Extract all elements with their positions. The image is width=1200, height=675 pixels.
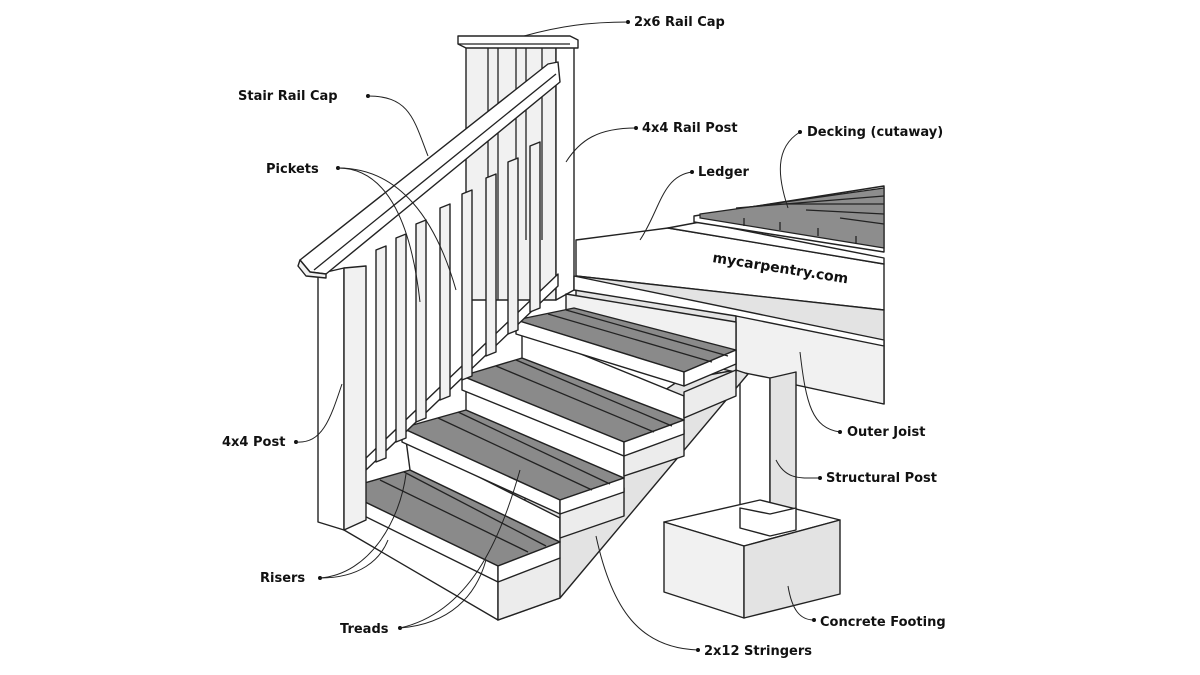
callout-post-4x4: 4x4 Post	[222, 383, 343, 450]
step-3	[461, 357, 685, 479]
callout-rail-cap-2x6: 2x6 Rail Cap	[523, 15, 725, 37]
concrete-footing	[663, 499, 841, 619]
rail-cap-2x6	[457, 35, 579, 49]
structural-post	[739, 371, 797, 537]
callout-stringers: 2x12 Stringers	[595, 535, 812, 659]
stair-pickets	[365, 141, 559, 471]
label-stair-rail-cap: Stair Rail Cap	[238, 89, 338, 104]
callout-pickets: Pickets	[266, 162, 457, 303]
label-risers: Risers	[260, 571, 305, 586]
label-rail-post-4x4: 4x4 Rail Post	[642, 121, 738, 136]
decking-cutaway	[693, 185, 885, 253]
callout-treads: Treads	[340, 469, 521, 637]
label-treads: Treads	[340, 622, 389, 637]
label-rail-cap-2x6: 2x6 Rail Cap	[634, 15, 725, 30]
callout-outer-joist: Outer Joist	[799, 351, 925, 440]
label-concrete-footing: Concrete Footing	[820, 615, 946, 630]
label-pickets: Pickets	[266, 162, 319, 177]
step-4	[515, 307, 737, 421]
callout-rail-post-4x4: 4x4 Rail Post	[565, 121, 738, 163]
callout-concrete-footing: Concrete Footing	[787, 585, 946, 630]
stair-rail-cap	[297, 61, 561, 279]
callout-ledger: Ledger	[639, 165, 750, 241]
label-post-4x4: 4x4 Post	[222, 435, 285, 450]
callout-decking: Decking (cutaway)	[779, 125, 943, 209]
post-4x4	[317, 265, 367, 531]
step-1	[339, 469, 561, 621]
callout-risers: Risers	[260, 473, 407, 586]
label-structural-post: Structural Post	[826, 471, 937, 486]
callout-stair-rail-cap: Stair Rail Cap	[238, 89, 429, 157]
callout-structural-post: Structural Post	[775, 459, 937, 486]
label-ledger: Ledger	[698, 165, 750, 180]
label-outer-joist: Outer Joist	[847, 425, 925, 440]
label-decking: Decking (cutaway)	[807, 125, 943, 140]
step-2	[401, 409, 625, 543]
label-stringers: 2x12 Stringers	[704, 644, 812, 659]
